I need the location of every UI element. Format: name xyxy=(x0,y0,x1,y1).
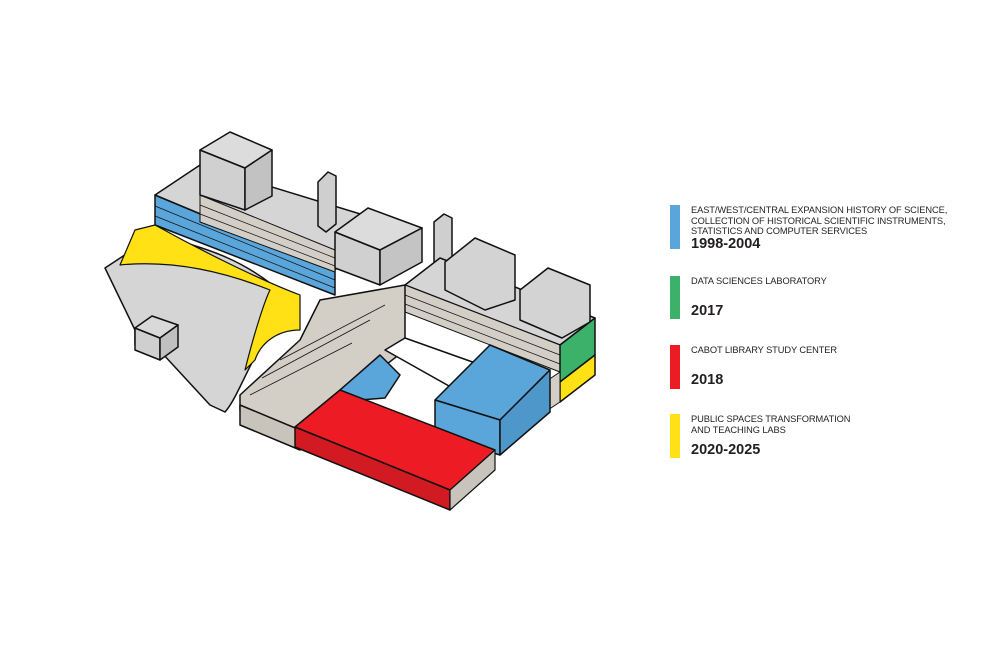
legend-swatch-green xyxy=(670,276,680,319)
legend-description: EAST/WEST/CENTRAL EXPANSION HISTORY OF S… xyxy=(691,205,948,236)
legend-swatch-yellow xyxy=(670,414,680,458)
legend-swatch-red xyxy=(670,345,680,389)
west-annex-side xyxy=(159,324,179,361)
legend-swatch-blue xyxy=(670,205,680,249)
central-block-side xyxy=(379,227,423,286)
legend-description: PUBLIC SPACES TRANSFORMATION AND TEACHIN… xyxy=(691,414,851,435)
west-tower-side xyxy=(244,149,273,211)
legend: EAST/WEST/CENTRAL EXPANSION HISTORY OF S… xyxy=(670,0,970,647)
legend-years: 1998-2004 xyxy=(691,236,761,252)
cabot-library-side xyxy=(449,449,496,511)
legend-years: 2020-2025 xyxy=(691,442,761,458)
legend-years: 2017 xyxy=(691,303,724,319)
east-tower-1 xyxy=(444,237,516,311)
fin-west xyxy=(317,171,337,233)
west-yellow-band xyxy=(119,224,301,371)
legend-years: 2018 xyxy=(691,372,724,388)
blue-block-east-side xyxy=(499,369,551,456)
spine-front xyxy=(239,404,301,451)
legend-description: CABOT LIBRARY STUDY CENTER xyxy=(691,345,838,355)
legend-description: DATA SCIENCES LABORATORY xyxy=(691,276,827,286)
